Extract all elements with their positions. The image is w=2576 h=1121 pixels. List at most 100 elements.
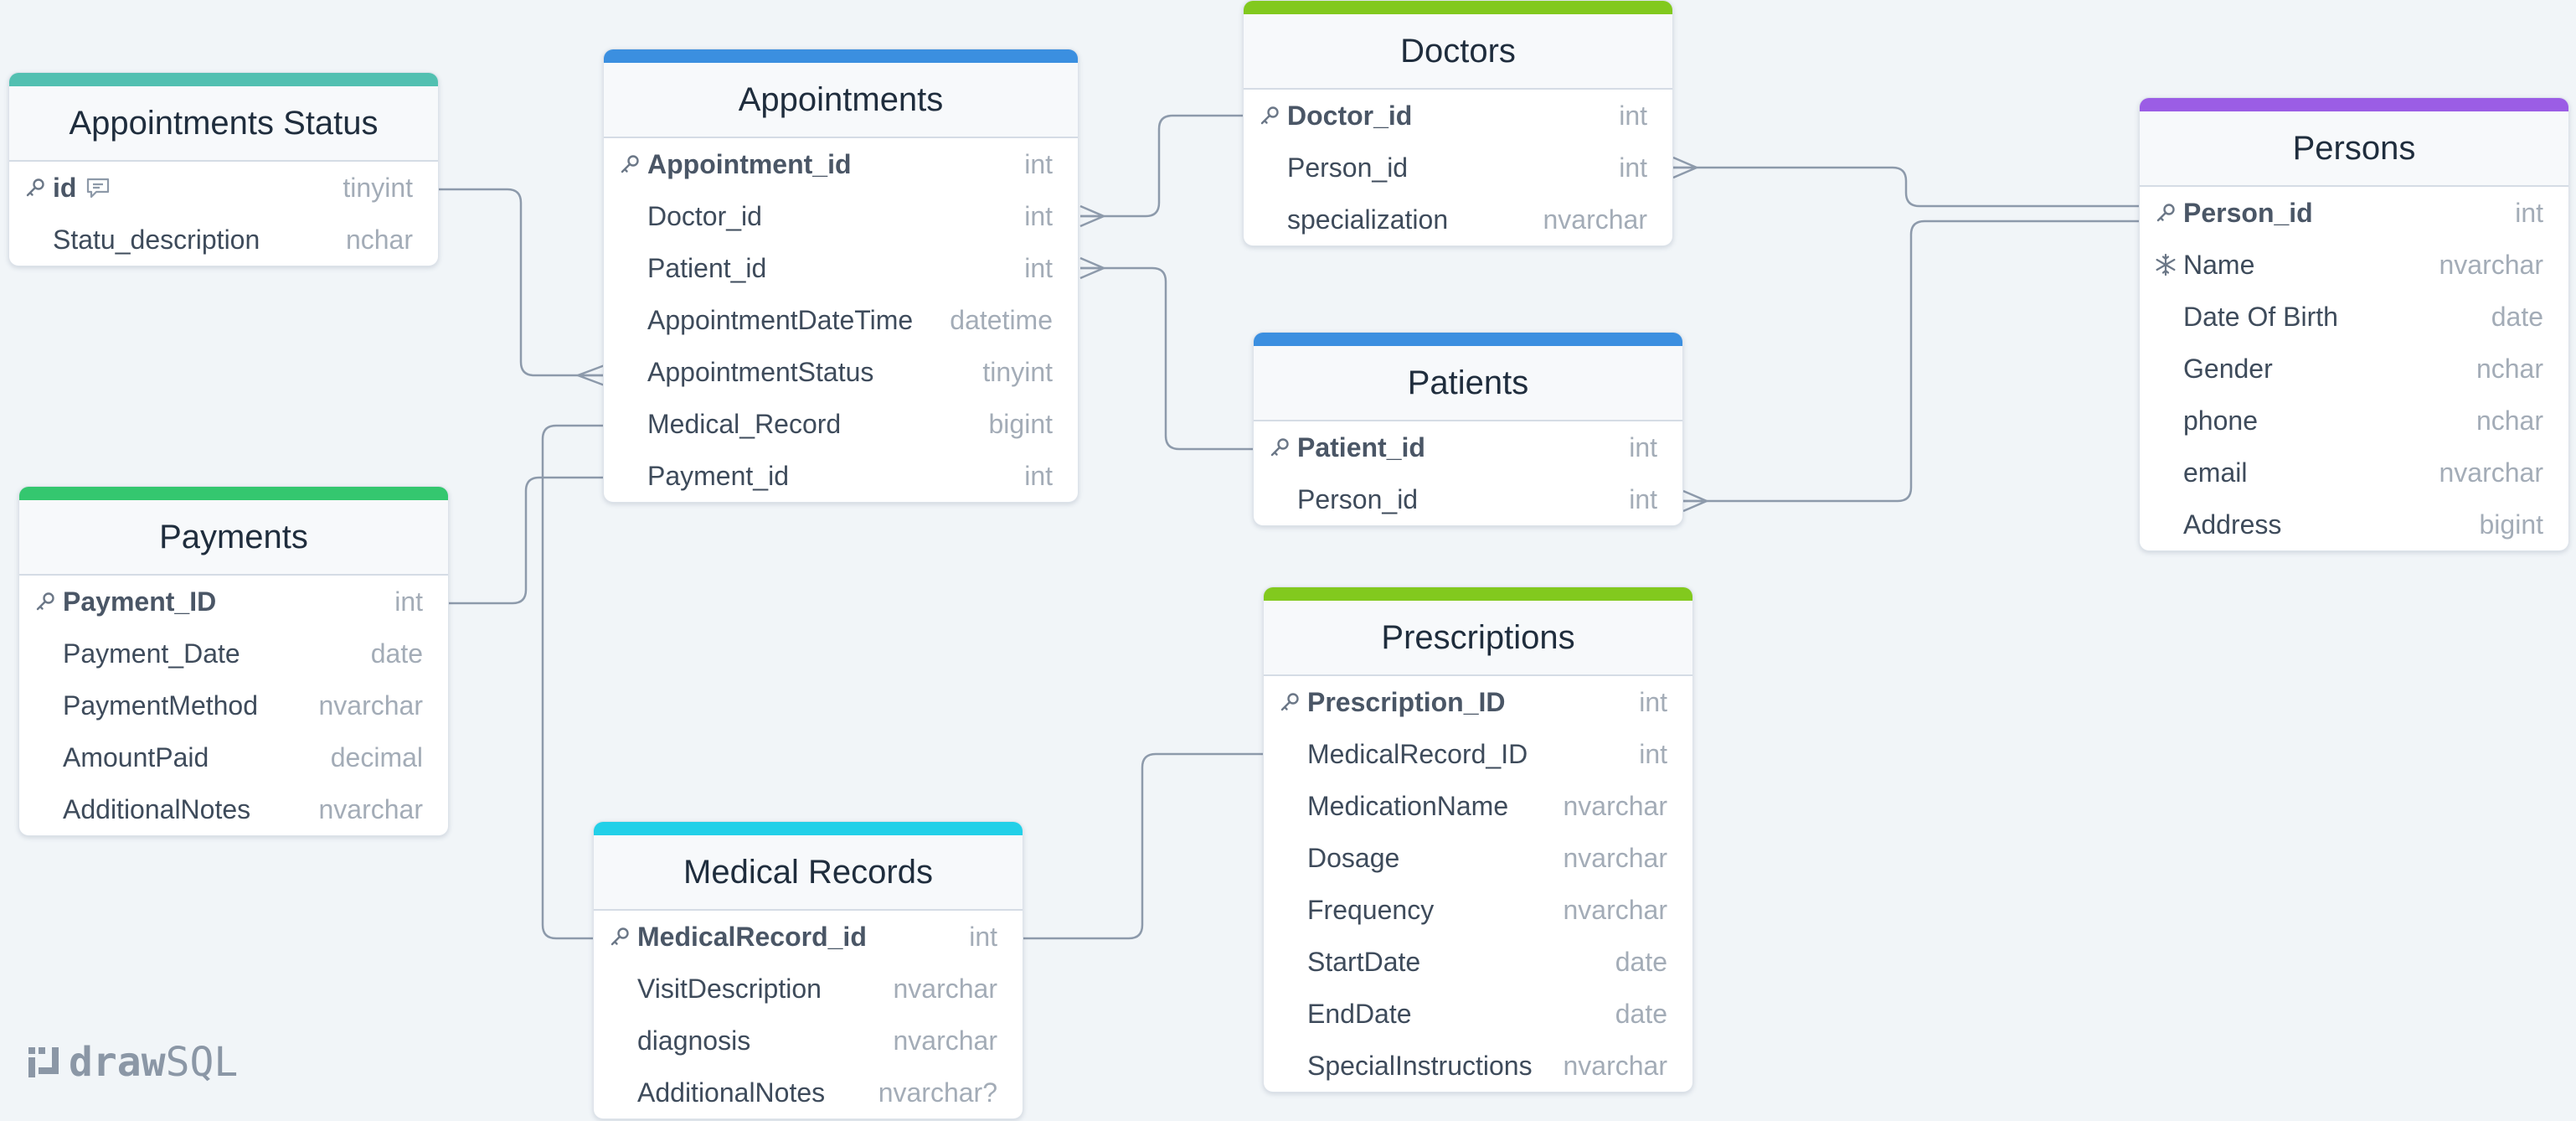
column-row[interactable]: Payment_id int xyxy=(604,450,1078,502)
column-type: int xyxy=(2515,198,2543,228)
column-type: int xyxy=(1024,461,1053,491)
table-title[interactable]: Doctors xyxy=(1244,14,1672,90)
link-medicalrecords-prescriptions xyxy=(1020,752,1265,940)
crowfoot-status-appointments xyxy=(576,364,605,387)
column-name: Payment_id xyxy=(647,461,789,491)
column-type: bigint xyxy=(988,409,1054,439)
table-title[interactable]: Payments xyxy=(19,500,448,576)
column-name: Person_id xyxy=(1287,152,1409,183)
column-name: phone xyxy=(2183,406,2258,436)
crowfoot-appointments-doctors xyxy=(1079,204,1105,228)
column-name: SpecialInstructions xyxy=(1307,1051,1533,1081)
column-name: Payment_ID xyxy=(63,586,217,617)
drawsql-logo[interactable]: drawSQL xyxy=(25,1039,238,1086)
table-title[interactable]: Appointments Status xyxy=(9,86,438,162)
column-name: Patient_id xyxy=(647,253,767,283)
crowfoot-appointments-patients xyxy=(1079,256,1105,280)
table-title[interactable]: Appointments xyxy=(604,63,1078,138)
column-type: nvarchar xyxy=(1543,204,1648,235)
table-title[interactable]: Patients xyxy=(1254,346,1682,421)
column-name-cell: MedicationName xyxy=(1307,780,1508,832)
column-type: date xyxy=(2491,302,2543,332)
column-name: Payment_Date xyxy=(63,638,240,669)
column-row[interactable]: SpecialInstructions nvarchar xyxy=(1264,1040,1692,1092)
key-icon xyxy=(2153,187,2178,239)
column-name-cell: Doctor_id xyxy=(1287,90,1412,142)
column-type: nvarchar xyxy=(318,690,424,721)
column-name-cell: diagnosis xyxy=(637,1015,750,1067)
comment-icon[interactable] xyxy=(85,164,111,216)
column-row[interactable]: PaymentMethod nvarchar xyxy=(19,679,448,731)
column-name-cell: Statu_description xyxy=(53,214,260,266)
column-type: nvarchar xyxy=(1563,791,1668,821)
table-title[interactable]: Persons xyxy=(2140,111,2568,187)
column-row[interactable]: Person_id int xyxy=(1244,142,1672,194)
column-row[interactable]: Person_id int xyxy=(2140,187,2568,239)
column-name-cell: EndDate xyxy=(1307,988,1412,1040)
crowfoot-patients-persons xyxy=(1682,489,1708,513)
link-appointments-patients xyxy=(1080,266,1253,451)
column-type: int xyxy=(1619,152,1647,183)
column-name: MedicalRecord_ID xyxy=(1307,739,1528,769)
column-name-cell: MedicalRecord_ID xyxy=(1307,728,1528,780)
column-row[interactable]: MedicationName nvarchar xyxy=(1264,780,1692,832)
column-row[interactable]: Medical_Record bigint xyxy=(604,398,1078,450)
column-name: Person_id xyxy=(1297,484,1419,514)
column-type: nvarchar xyxy=(1563,895,1668,925)
column-name-cell: Person_id xyxy=(2183,187,2313,239)
table-title[interactable]: Medical Records xyxy=(594,835,1023,911)
link-appointments-doctors xyxy=(1080,114,1244,218)
column-type: bigint xyxy=(2479,509,2544,540)
column-name-cell: VisitDescription xyxy=(637,963,822,1015)
table-title[interactable]: Prescriptions xyxy=(1264,601,1692,676)
column-type: int xyxy=(1629,432,1657,462)
column-name-cell: StartDate xyxy=(1307,936,1420,988)
column-name: Prescription_ID xyxy=(1307,687,1506,717)
column-type: nvarchar xyxy=(1563,1051,1668,1081)
column-name: Medical_Record xyxy=(647,409,842,439)
column-name: specialization xyxy=(1287,204,1449,235)
column-name: PaymentMethod xyxy=(63,690,259,721)
column-row[interactable]: specialization nvarchar xyxy=(1244,194,1672,245)
column-name-cell: Patient_id xyxy=(647,242,766,294)
